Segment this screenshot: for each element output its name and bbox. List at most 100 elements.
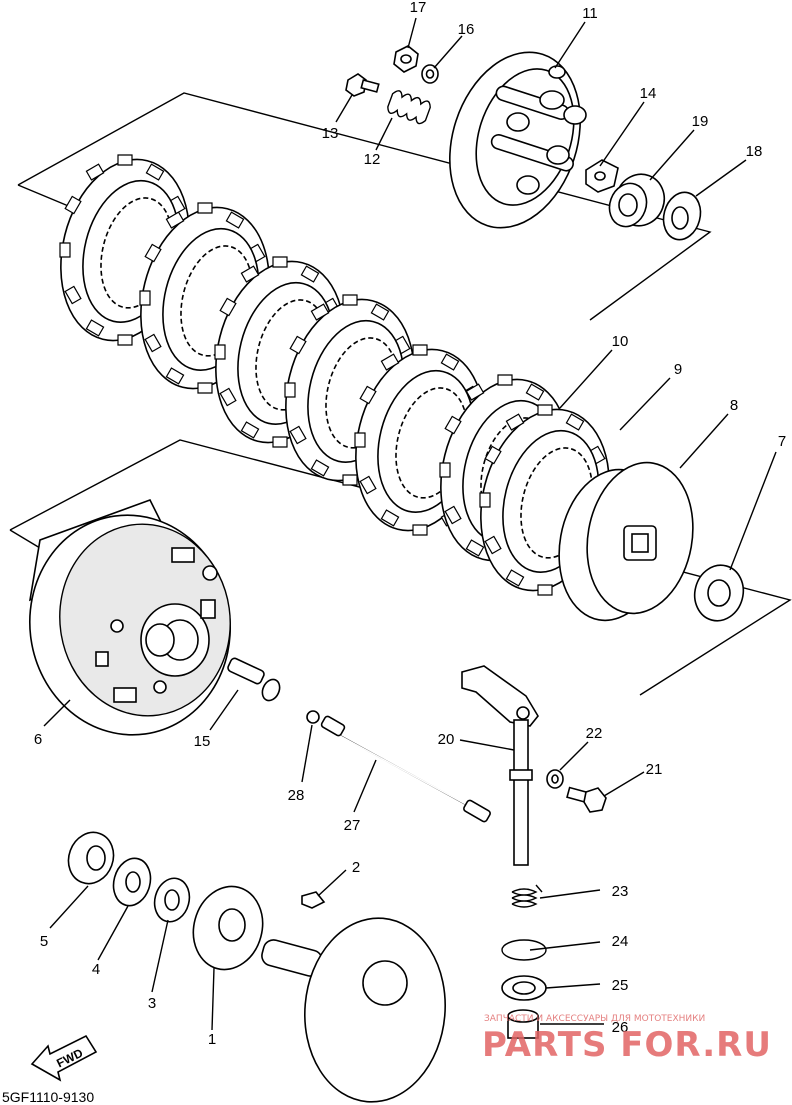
plate-tab	[64, 285, 82, 305]
stud-bolt-15	[227, 657, 281, 702]
watermark-tagline: ЗАПЧАСТИ И АКСЕССУАРЫ ДЛЯ МОТОТЕХНИКИ	[484, 1014, 705, 1024]
plate-tab	[219, 297, 237, 317]
plate-tab	[412, 524, 428, 536]
plate-tab	[537, 404, 553, 416]
plate-tab	[412, 344, 428, 356]
bearing-19	[608, 173, 666, 228]
plate-tab	[465, 383, 485, 401]
plate-tab	[342, 294, 358, 306]
diagram-code: 5GF1110-9130	[2, 1089, 94, 1105]
plate-tab	[240, 421, 260, 439]
plate-tab	[145, 163, 165, 181]
callout-1: 1	[208, 1031, 216, 1048]
spring-12	[387, 90, 431, 125]
push-rod-27	[320, 715, 491, 823]
plate-tab	[144, 333, 162, 353]
collar-5	[67, 831, 115, 885]
plate-tab	[165, 211, 185, 229]
ball-28	[306, 710, 320, 724]
leader-lines	[43, 17, 777, 1031]
callout-16: 16	[458, 21, 475, 38]
bolt-13	[345, 73, 380, 97]
plate-tab	[144, 243, 162, 263]
callout-28: 28	[288, 787, 305, 804]
plate-tab	[465, 539, 485, 557]
plate-tab	[64, 195, 82, 215]
bearing-25	[501, 975, 547, 1001]
washer-3	[153, 877, 191, 923]
plate-tab	[289, 335, 307, 355]
callout-25: 25	[612, 977, 629, 994]
watermark: ЗАПЧАСТИ И АКСЕССУАРЫ ДЛЯ МОТОТЕХНИКИ PA…	[482, 1014, 771, 1065]
pressure-plate	[449, 51, 587, 229]
lock-washer-14	[585, 159, 619, 193]
callout-13: 13	[322, 125, 339, 142]
plate-tab	[240, 265, 260, 283]
plate-tab	[300, 265, 320, 283]
plate-tab	[59, 242, 71, 258]
clutch-housing	[28, 499, 232, 736]
plate-tab	[85, 163, 105, 181]
plate-tab	[479, 492, 491, 508]
plate-tab	[272, 256, 288, 268]
callout-21: 21	[646, 761, 663, 778]
spring-23	[511, 884, 543, 908]
plate-tab	[85, 319, 105, 337]
clutch-boss	[558, 461, 694, 622]
callout-22: 22	[586, 725, 603, 742]
plate-tab	[284, 382, 296, 398]
plate-tab	[497, 374, 513, 386]
callout-7: 7	[778, 433, 786, 450]
plate-tab	[214, 344, 226, 360]
callout-24: 24	[612, 933, 629, 950]
plate-tab	[380, 353, 400, 371]
plate-tab	[359, 475, 377, 495]
fwd-arrow: FWD	[30, 1034, 98, 1082]
plate-tab	[289, 425, 307, 445]
plate-tab	[484, 535, 502, 555]
callout-27: 27	[344, 817, 361, 834]
plate-tab	[484, 445, 502, 465]
callout-8: 8	[730, 397, 738, 414]
callout-labels: 17 16 11 13 12 14 19 18 10 9 8 7 6 15 20…	[34, 0, 786, 1048]
callout-19: 19	[692, 113, 709, 130]
circlip-18	[662, 191, 702, 241]
plate-tab	[219, 387, 237, 407]
circlip-24	[501, 939, 547, 961]
callout-18: 18	[746, 143, 763, 160]
plate-4	[112, 857, 152, 907]
plate-tab	[444, 415, 462, 435]
callout-23: 23	[612, 883, 629, 900]
plate-tab	[197, 202, 213, 214]
plate-tab	[197, 382, 213, 394]
plate-tab	[139, 290, 151, 306]
callout-26: 26	[612, 1019, 629, 1036]
washer-16	[421, 64, 439, 84]
plate-tab	[117, 334, 133, 346]
plate-tab	[537, 584, 553, 596]
callout-4: 4	[92, 961, 100, 978]
callout-5: 5	[40, 933, 48, 950]
plate-tab	[505, 413, 525, 431]
plate-tab	[380, 509, 400, 527]
plate-tab	[310, 459, 330, 477]
plate-tab	[310, 303, 330, 321]
callout-17: 17	[410, 0, 427, 16]
plate-tab	[342, 474, 358, 486]
callout-6: 6	[34, 731, 42, 748]
gear-1	[192, 885, 264, 971]
callout-9: 9	[674, 361, 682, 378]
callout-20: 20	[438, 731, 455, 748]
push-lever-shaft	[461, 665, 539, 866]
plate-tab	[225, 211, 245, 229]
callout-14: 14	[640, 85, 657, 102]
plate-tab	[354, 432, 366, 448]
plate-tab	[165, 367, 185, 385]
callout-15: 15	[194, 733, 211, 750]
plate-tab	[440, 353, 460, 371]
plate-tab	[565, 413, 585, 431]
washer-22	[546, 769, 564, 789]
nut-17	[393, 45, 419, 73]
clutch-plate-stack	[59, 154, 611, 596]
